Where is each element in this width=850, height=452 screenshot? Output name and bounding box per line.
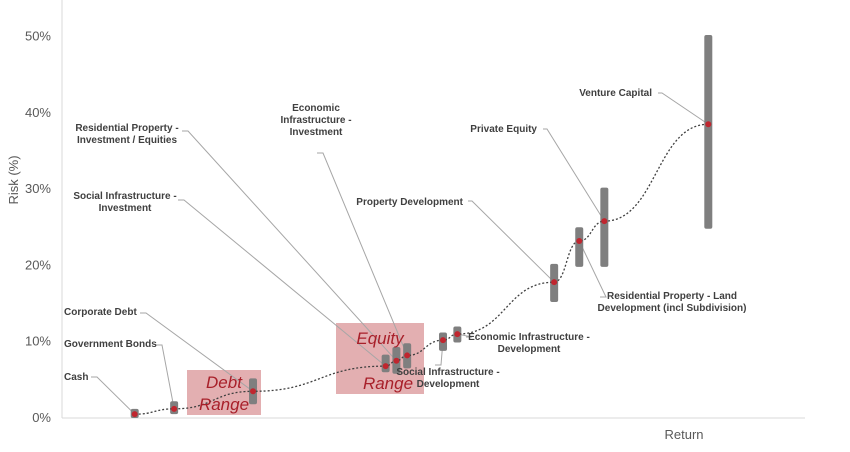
region-label-equity-line1: Equity xyxy=(356,329,405,348)
callout-label-government-bonds: Government Bonds xyxy=(64,339,157,350)
callout-label-line: Residential Property - xyxy=(75,123,178,134)
callout-label-line: Residential Property - Land xyxy=(607,291,737,302)
point-corporate-debt xyxy=(250,388,257,395)
leader-line-government-bonds xyxy=(156,344,175,409)
callout-label-line: Property Development xyxy=(356,197,463,208)
y-tick-label: 0% xyxy=(32,410,51,425)
leader-line-residential-property-land-development-incl-subdivision xyxy=(578,240,607,298)
callout-label-line: Cash xyxy=(64,372,88,383)
y-tick-label: 10% xyxy=(25,334,51,349)
point-residential-property-investment-equities xyxy=(393,357,400,364)
callout-label-residential-property-investment-equities: Residential Property -Investment / Equit… xyxy=(75,123,178,146)
point-social-infrastructure-investment xyxy=(382,363,389,370)
y-ticks-layer: 0% 10% 20% 30% 40% 50% xyxy=(25,29,51,426)
leader-line-private-equity xyxy=(543,128,605,222)
callout-label-social-infrastructure-investment: Social Infrastructure -Investment xyxy=(73,191,176,214)
point-economic-infrastructure-investment xyxy=(404,352,411,359)
callout-label-line: Economic Infrastructure - xyxy=(468,332,590,343)
point-venture-capital xyxy=(705,121,712,128)
y-tick-label: 50% xyxy=(25,29,51,44)
callout-label-private-equity: Private Equity xyxy=(470,124,537,135)
leader-line-economic-infrastructure-development xyxy=(457,333,473,338)
leader-lines-layer xyxy=(91,92,709,415)
axes-layer xyxy=(61,0,805,419)
callout-label-line: Investment xyxy=(99,203,152,214)
callout-label-line: Private Equity xyxy=(470,124,537,135)
callout-label-line: Development xyxy=(417,379,480,390)
range-bar-private-equity xyxy=(600,187,609,267)
point-economic-infrastructure-development xyxy=(454,331,461,338)
range-bar-residential-property-land-development-incl-subdivision xyxy=(575,227,584,267)
range-bar-venture-capital xyxy=(704,34,713,229)
point-social-infrastructure-development xyxy=(440,337,447,344)
callout-label-economic-infrastructure-development: Economic Infrastructure -Development xyxy=(468,332,590,355)
callout-label-social-infrastructure-development: Social Infrastructure -Development xyxy=(396,367,499,390)
callout-label-property-development: Property Development xyxy=(356,197,463,208)
point-government-bonds xyxy=(171,405,178,412)
callout-label-line: Corporate Debt xyxy=(64,307,137,318)
callout-label-line: Social Infrastructure - xyxy=(396,367,499,378)
region-debt xyxy=(187,370,261,415)
leader-line-social-infrastructure-investment xyxy=(178,199,386,367)
callout-label-line: Social Infrastructure - xyxy=(73,191,176,202)
x-axis-title: Return xyxy=(664,427,703,442)
callout-label-line: Infrastructure - xyxy=(280,115,351,126)
y-tick-label: 20% xyxy=(25,257,51,272)
point-property-development xyxy=(551,279,558,286)
callout-label-line: Investment xyxy=(290,127,343,138)
point-private-equity xyxy=(601,218,608,225)
points-layer xyxy=(131,121,712,418)
callout-label-line: Development xyxy=(498,344,561,355)
leader-line-economic-infrastructure-investment xyxy=(317,152,408,356)
y-tick-label: 40% xyxy=(25,105,51,120)
callout-label-line: Development (incl Subdivision) xyxy=(598,303,747,314)
callout-label-line: Venture Capital xyxy=(579,88,652,99)
callout-label-line: Government Bonds xyxy=(64,339,157,350)
leader-line-cash xyxy=(91,376,136,415)
callout-label-line: Economic xyxy=(292,103,340,114)
callout-label-cash: Cash xyxy=(64,372,88,383)
region-label-debt-line1: Debt xyxy=(206,373,243,392)
callout-label-line: Investment / Equities xyxy=(77,135,177,146)
leader-line-venture-capital xyxy=(658,92,709,125)
callout-label-venture-capital: Venture Capital xyxy=(579,88,652,99)
point-cash xyxy=(131,411,138,418)
region-label-debt-line2: Range xyxy=(199,395,249,414)
callout-label-corporate-debt: Corporate Debt xyxy=(64,307,137,318)
leader-line-property-development xyxy=(468,200,555,283)
leader-line-residential-property-investment-equities xyxy=(182,130,397,362)
point-residential-property-land-development-incl-subdivision xyxy=(576,237,583,244)
y-axis-title: Risk (%) xyxy=(6,155,21,204)
leader-line-corporate-debt xyxy=(140,312,254,392)
region-label-equity-line2: Range xyxy=(363,374,413,393)
y-tick-label: 30% xyxy=(25,181,51,196)
